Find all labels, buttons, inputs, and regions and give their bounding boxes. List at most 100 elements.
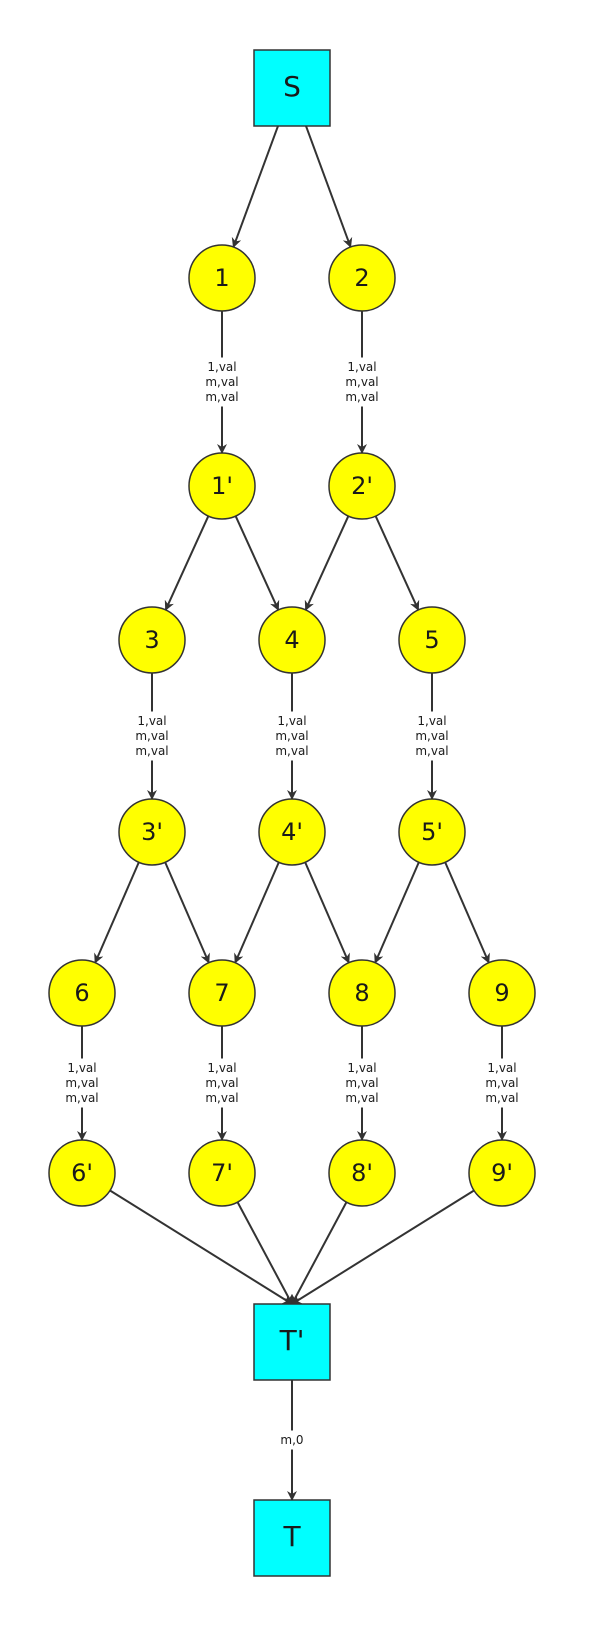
node-label: 8'	[351, 1159, 373, 1187]
edge-label-line: 1,val	[347, 360, 376, 374]
edge-label-line: m,val	[205, 390, 238, 404]
edge-label-line: m,val	[65, 1076, 98, 1090]
edge-n5p-to-n9	[444, 861, 490, 964]
vertex-node-circle	[328, 959, 396, 1027]
node-label: S	[283, 70, 301, 103]
node-n7p: 7'	[188, 1139, 256, 1207]
vertex-node-circle	[328, 452, 396, 520]
edge-label-line: m,val	[345, 1076, 378, 1090]
edge-label-background	[200, 1058, 244, 1108]
node-label: 5	[424, 626, 439, 654]
node-n4: 4	[258, 606, 326, 674]
terminal-node-box	[253, 1303, 331, 1381]
node-n1p: 1'	[188, 452, 256, 520]
node-n9: 9	[468, 959, 536, 1027]
edge-label-line: m,val	[135, 729, 168, 743]
node-label: 9'	[491, 1159, 513, 1187]
edge-label-line: m,val	[345, 375, 378, 389]
edge-label-line: m,val	[485, 1076, 518, 1090]
vertex-node-circle	[118, 798, 186, 866]
node-n5p: 5'	[398, 798, 466, 866]
vertex-node-circle	[188, 452, 256, 520]
edge-label-line: m,val	[345, 390, 378, 404]
node-n3p: 3'	[118, 798, 186, 866]
vertex-node-circle	[188, 244, 256, 312]
edge-label-line: m,val	[415, 729, 448, 743]
node-label: 5'	[421, 818, 443, 846]
edge-label-background	[480, 1058, 524, 1108]
node-S: S	[253, 49, 331, 127]
vertex-node-circle	[188, 959, 256, 1027]
edge-n1p-to-n3	[164, 515, 210, 611]
vertex-node-circle	[398, 606, 466, 674]
edge-label-line: m,val	[205, 375, 238, 389]
edge-label-background	[410, 711, 454, 761]
node-label: 3'	[141, 818, 163, 846]
edge-label-line: m,val	[485, 1091, 518, 1105]
edge-n3p-to-n7	[164, 861, 210, 964]
node-T: T	[253, 1499, 331, 1577]
node-label: 2'	[351, 472, 373, 500]
vertex-node-circle	[258, 798, 326, 866]
node-n1: 1	[188, 244, 256, 312]
edge-n3p-to-n6	[94, 861, 140, 964]
edge-n4p-to-n8	[304, 861, 350, 964]
node-label: 4	[284, 626, 299, 654]
node-label: 2	[354, 264, 369, 292]
vertex-node-circle	[48, 1139, 116, 1207]
edge-label-line: m,val	[415, 744, 448, 758]
edge-n7p-to-Tp	[236, 1201, 293, 1305]
node-label: 4'	[281, 818, 303, 846]
node-n6p: 6'	[48, 1139, 116, 1207]
node-label: 1	[214, 264, 229, 292]
edge-n5p-to-n8	[374, 861, 420, 964]
node-Tp: T'	[253, 1303, 331, 1381]
edge-label-background	[60, 1058, 104, 1108]
edge-label-background	[130, 711, 174, 761]
edge-label-background	[200, 357, 244, 407]
node-n2p: 2'	[328, 452, 396, 520]
edge-label-background	[340, 1058, 384, 1108]
edge-n2p-to-n4	[304, 515, 350, 611]
node-label: 9	[494, 979, 509, 1007]
node-n2: 2	[328, 244, 396, 312]
edge-label-line: m,val	[65, 1091, 98, 1105]
terminal-node-box	[253, 1499, 331, 1577]
node-label: 3	[144, 626, 159, 654]
edge-label-line: 1,val	[137, 714, 166, 728]
edge-label-line: m,val	[205, 1076, 238, 1090]
vertex-node-circle	[328, 244, 396, 312]
edge-label-line: m,val	[275, 744, 308, 758]
node-n4p: 4'	[258, 798, 326, 866]
edge-n8p-to-Tp	[291, 1201, 348, 1305]
edge-label-line: 1,val	[487, 1061, 516, 1075]
edge-label-background	[270, 1430, 314, 1450]
edge-n6p-to-Tp	[109, 1189, 293, 1305]
terminal-node-box	[253, 49, 331, 127]
node-label: 8	[354, 979, 369, 1007]
node-label: T'	[279, 1324, 305, 1357]
node-label: 7'	[211, 1159, 233, 1187]
edge-label-line: m,val	[275, 729, 308, 743]
vertex-node-circle	[188, 1139, 256, 1207]
edge-label-line: 1,val	[207, 360, 236, 374]
vertex-node-circle	[468, 1139, 536, 1207]
edge-n4p-to-n7	[234, 861, 280, 964]
vertex-node-circle	[398, 798, 466, 866]
edge-n2p-to-n5	[374, 515, 420, 611]
vertex-node-circle	[258, 606, 326, 674]
node-n3: 3	[118, 606, 186, 674]
node-label: 1'	[211, 472, 233, 500]
vertex-node-circle	[118, 606, 186, 674]
edge-n9p-to-Tp	[291, 1189, 475, 1305]
vertex-node-circle	[468, 959, 536, 1027]
vertex-node-circle	[328, 1139, 396, 1207]
edge-label-background	[340, 357, 384, 407]
edge-label-line: m,val	[135, 744, 168, 758]
